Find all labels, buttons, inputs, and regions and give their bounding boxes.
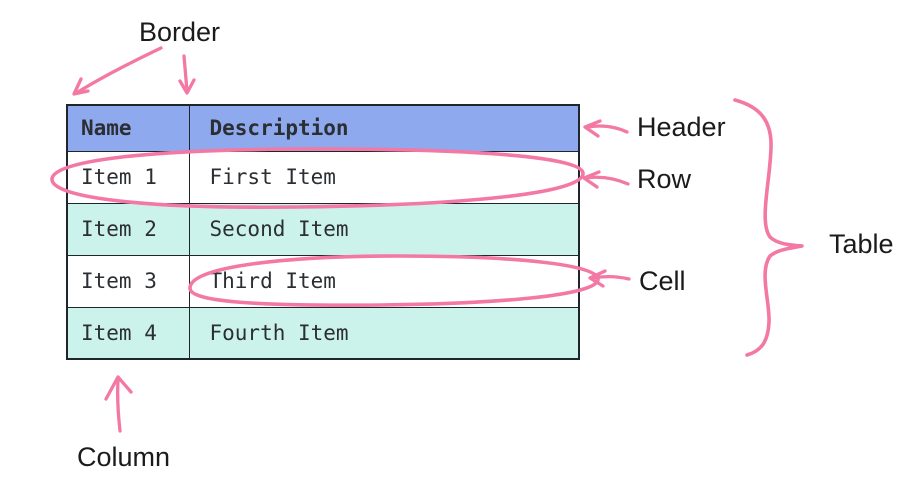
header-label: Header	[637, 112, 726, 142]
demo-table: Name Description Item 1 First Item Item …	[66, 104, 580, 360]
border-label: Border	[139, 17, 221, 47]
border-arrow-down-head	[178, 78, 196, 95]
table-label: Table	[829, 229, 894, 259]
row-arrow-head	[582, 170, 601, 189]
header-arrow	[586, 124, 629, 134]
cell-description: First Item	[188, 150, 580, 204]
header-cell-name: Name	[66, 104, 190, 152]
cell-name: Item 2	[66, 202, 190, 256]
cell-description: Third Item	[188, 254, 580, 308]
table-row: Item 1 First Item	[66, 150, 580, 204]
cell-label: Cell	[639, 266, 686, 296]
cell-name: Item 1	[66, 150, 190, 204]
border-arrow-left-head	[72, 77, 90, 96]
column-arrow-head	[104, 375, 133, 401]
cell-arrow	[590, 274, 631, 281]
column-label: Column	[77, 442, 171, 472]
header-row: Name Description	[66, 104, 580, 152]
cell-name: Item 3	[66, 254, 190, 308]
cell-arrow-head	[588, 269, 607, 288]
header-cell-description: Description	[188, 104, 580, 152]
table-row: Item 3 Third Item	[66, 254, 580, 308]
row-label: Row	[637, 164, 692, 194]
cell-description: Fourth Item	[188, 306, 580, 360]
border-arrow-down	[182, 54, 189, 93]
table-brace	[733, 98, 804, 357]
table-row: Item 4 Fourth Item	[66, 306, 580, 360]
row-arrow	[584, 175, 630, 186]
border-arrow-left	[76, 46, 163, 94]
cell-description: Second Item	[188, 202, 580, 256]
table-row: Item 2 Second Item	[66, 202, 580, 256]
header-arrow-head	[583, 119, 602, 138]
column-arrow	[115, 378, 122, 433]
cell-name: Item 4	[66, 306, 190, 360]
